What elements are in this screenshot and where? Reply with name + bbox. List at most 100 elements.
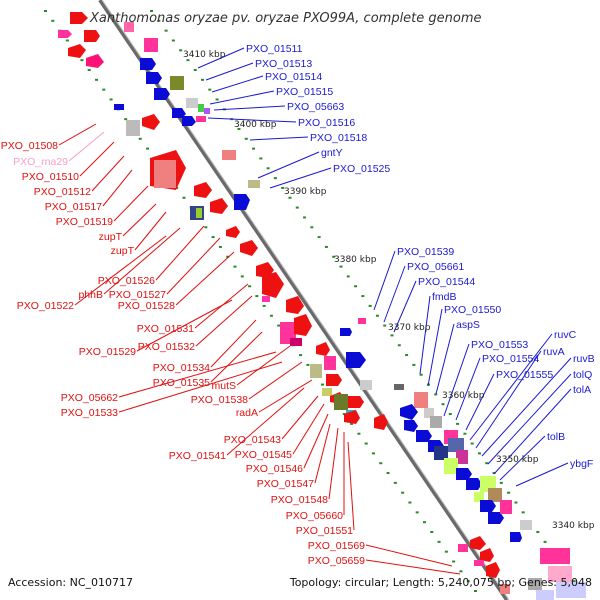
gene-feature[interactable] <box>310 364 322 378</box>
reverse-gene-label[interactable]: PXO_01522 <box>17 300 74 312</box>
gene-feature[interactable] <box>144 38 158 52</box>
forward-gene-label[interactable]: ruvA <box>543 346 565 358</box>
gene-feature[interactable] <box>222 150 236 160</box>
forward-gene-label[interactable]: gntY <box>321 147 343 159</box>
gene-feature[interactable] <box>414 392 428 408</box>
gene-feature[interactable] <box>344 410 360 424</box>
gene-feature[interactable] <box>194 182 212 198</box>
gene-feature[interactable] <box>114 104 124 110</box>
reverse-gene-label[interactable]: PXO_01527 <box>109 289 166 301</box>
gene-feature[interactable] <box>466 478 482 490</box>
gene-feature[interactable] <box>248 180 260 188</box>
gene-feature[interactable] <box>424 408 434 418</box>
gene-feature[interactable] <box>234 194 250 210</box>
gene-feature[interactable] <box>170 76 184 90</box>
reverse-gene-label[interactable]: PXO_rna29 <box>13 156 68 168</box>
reverse-gene-label[interactable]: PXO_01543 <box>224 434 281 446</box>
gene-feature[interactable] <box>348 396 364 408</box>
reverse-gene-label[interactable]: PXO_01512 <box>34 186 91 198</box>
gene-feature[interactable] <box>444 458 458 474</box>
gene-feature[interactable] <box>126 120 140 136</box>
reverse-gene-label[interactable]: zupT <box>111 245 135 257</box>
reverse-gene-label[interactable]: PXO_01535 <box>153 377 210 389</box>
reverse-gene-label[interactable]: PXO_01510 <box>22 171 79 183</box>
reverse-gene-label[interactable]: PXO_01531 <box>137 323 194 335</box>
gene-feature[interactable] <box>68 44 86 58</box>
gene-feature[interactable] <box>182 116 196 126</box>
gene-feature[interactable] <box>374 414 388 430</box>
gene-feature[interactable] <box>210 198 228 214</box>
gene-feature[interactable] <box>510 532 522 542</box>
gene-feature[interactable] <box>360 380 372 390</box>
forward-gene-label[interactable]: tolQ <box>573 369 592 381</box>
gene-feature[interactable] <box>488 488 502 502</box>
gene-feature[interactable] <box>416 430 432 442</box>
reverse-gene-label[interactable]: PXO_01534 <box>153 362 210 374</box>
forward-gene-label[interactable]: ruvB <box>573 353 595 365</box>
forward-gene-label[interactable]: PXO_01515 <box>276 86 333 98</box>
gene-feature[interactable] <box>430 416 442 428</box>
reverse-gene-label[interactable]: PXO_05662 <box>61 392 118 404</box>
gene-feature[interactable] <box>196 208 202 218</box>
gene-feature[interactable] <box>346 352 366 368</box>
reverse-gene-label[interactable]: PXO_01532 <box>138 341 195 353</box>
gene-feature[interactable] <box>290 338 302 346</box>
reverse-gene-label[interactable]: mutS <box>211 380 236 392</box>
gene-feature[interactable] <box>556 582 586 598</box>
reverse-gene-label[interactable]: PXO_01533 <box>61 407 118 419</box>
forward-gene-label[interactable]: PXO_01555 <box>496 369 553 381</box>
gene-feature[interactable] <box>326 374 342 386</box>
gene-feature[interactable] <box>488 512 504 524</box>
gene-feature[interactable] <box>486 562 500 578</box>
gene-feature[interactable] <box>142 114 160 130</box>
gene-feature[interactable] <box>404 420 418 432</box>
forward-gene-label[interactable]: tolB <box>547 431 565 443</box>
gene-feature[interactable] <box>448 438 464 452</box>
forward-gene-label[interactable]: PXO_01553 <box>471 339 528 351</box>
gene-feature[interactable] <box>480 500 496 512</box>
forward-gene-label[interactable]: PXO_05663 <box>287 101 344 113</box>
forward-gene-label[interactable]: PXO_01544 <box>418 276 475 288</box>
forward-gene-label[interactable]: PXO_01539 <box>397 246 454 258</box>
reverse-gene-label[interactable]: PXO_01548 <box>271 494 328 506</box>
forward-gene-label[interactable]: ybgF <box>570 458 593 470</box>
gene-feature[interactable] <box>458 544 468 552</box>
gene-feature[interactable] <box>316 342 330 356</box>
forward-gene-label[interactable]: PXO_01513 <box>255 58 312 70</box>
forward-gene-label[interactable]: fmdB <box>432 291 457 303</box>
gene-feature[interactable] <box>84 30 100 42</box>
forward-gene-label[interactable]: PXO_01550 <box>444 304 501 316</box>
gene-feature[interactable] <box>294 314 312 336</box>
forward-gene-label[interactable]: PXO_05661 <box>407 261 464 273</box>
gene-feature[interactable] <box>172 108 186 118</box>
forward-gene-label[interactable]: aspS <box>456 319 480 331</box>
gene-feature[interactable] <box>322 388 332 396</box>
gene-feature[interactable] <box>334 394 348 410</box>
gene-feature[interactable] <box>286 296 304 314</box>
reverse-gene-label[interactable]: PXO_01569 <box>308 540 365 552</box>
gene-feature[interactable] <box>140 58 156 70</box>
gene-feature[interactable] <box>146 72 162 84</box>
forward-gene-label[interactable]: PXO_01554 <box>482 353 539 365</box>
forward-gene-label[interactable]: tolA <box>573 384 591 396</box>
reverse-gene-label[interactable]: PXO_01526 <box>98 275 155 287</box>
reverse-gene-label[interactable]: PXO_01547 <box>257 478 314 490</box>
gene-feature[interactable] <box>548 566 572 582</box>
gene-feature[interactable] <box>154 160 176 188</box>
gene-feature[interactable] <box>474 492 484 502</box>
gene-feature[interactable] <box>340 328 352 336</box>
forward-gene-label[interactable]: PXO_01511 <box>246 43 303 55</box>
gene-feature[interactable] <box>124 22 134 32</box>
gene-feature[interactable] <box>434 446 448 460</box>
gene-feature[interactable] <box>154 88 170 100</box>
forward-gene-label[interactable]: PXO_01514 <box>265 71 322 83</box>
reverse-gene-label[interactable]: zupT <box>99 231 123 243</box>
reverse-gene-label[interactable]: phhB <box>78 289 103 301</box>
gene-feature[interactable] <box>474 560 484 566</box>
gene-feature[interactable] <box>394 384 404 390</box>
gene-feature[interactable] <box>204 108 210 114</box>
gene-feature[interactable] <box>358 318 366 324</box>
gene-feature[interactable] <box>400 404 418 420</box>
gene-feature[interactable] <box>500 584 510 594</box>
gene-feature[interactable] <box>262 296 270 302</box>
